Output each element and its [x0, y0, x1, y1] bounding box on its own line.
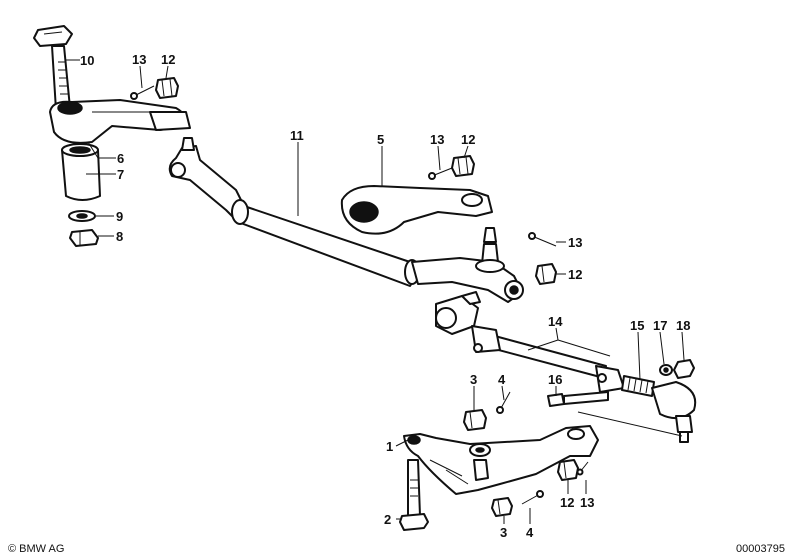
callout-5: 5 [377, 132, 384, 147]
castle-nut-part-12-d [557, 459, 579, 481]
callout-16: 16 [548, 372, 562, 387]
copyright-label: © BMW AG [8, 543, 64, 555]
callout-3-b: 3 [500, 525, 507, 540]
bolt-part-2 [399, 459, 429, 531]
cotter-pin-part-13-a [130, 85, 155, 100]
callout-14: 14 [548, 314, 563, 329]
callout-6: 6 [117, 151, 124, 166]
callout-18: 18 [676, 318, 690, 333]
callout-3-a: 3 [470, 372, 477, 387]
idler-arm [49, 99, 191, 144]
callout-10: 10 [80, 53, 94, 68]
callout-7: 7 [117, 167, 124, 182]
cotter-pin-part-13-b [428, 167, 453, 180]
castle-nut-part-12-a [155, 77, 179, 99]
bolt-part-10 [33, 25, 73, 111]
center-link-part-11 [168, 137, 524, 303]
callout-9: 9 [116, 209, 123, 224]
nut-part-3-a [463, 409, 487, 431]
cotter-pin-part-13-c [528, 232, 557, 247]
callout-15: 15 [630, 318, 644, 333]
bushing-part-6-7 [61, 143, 101, 201]
callout-4-a: 4 [498, 372, 506, 387]
diagram-id-label: 00003795 [736, 543, 785, 555]
callout-13-d: 13 [580, 495, 594, 510]
cotter-pin-part-13-d [576, 461, 589, 476]
callout-12-d: 12 [560, 495, 574, 510]
bracket-part-1 [403, 425, 599, 495]
nut-part-8 [69, 229, 99, 247]
castle-nut-part-12-c [535, 263, 557, 285]
pitman-arm-part-5 [340, 185, 497, 243]
callout-8: 8 [116, 229, 123, 244]
cotter-pin-part-4-b [521, 490, 544, 505]
callout-4-b: 4 [526, 525, 534, 540]
cotter-pin-part-4-a [496, 391, 511, 414]
washer-part-9 [68, 210, 96, 222]
castle-nut-part-12-b [451, 155, 475, 177]
callout-12-c: 12 [568, 267, 582, 282]
leader-lines [66, 59, 685, 524]
washer-part-17 [659, 364, 673, 376]
callout-12-b: 12 [461, 132, 475, 147]
tie-rod-end-part-15 [621, 375, 697, 443]
bolt-part-16 [547, 391, 609, 407]
tie-rod-part-14 [435, 291, 625, 393]
callout-1: 1 [386, 439, 393, 454]
callout-13-c: 13 [568, 235, 582, 250]
callout-13-b: 13 [430, 132, 444, 147]
callout-2: 2 [384, 512, 391, 527]
callout-13-a: 13 [132, 52, 146, 67]
callout-17: 17 [653, 318, 667, 333]
nut-part-18 [673, 359, 695, 379]
callout-11: 11 [290, 128, 304, 143]
callout-12-a: 12 [161, 52, 175, 67]
nut-part-3-b [491, 497, 513, 517]
